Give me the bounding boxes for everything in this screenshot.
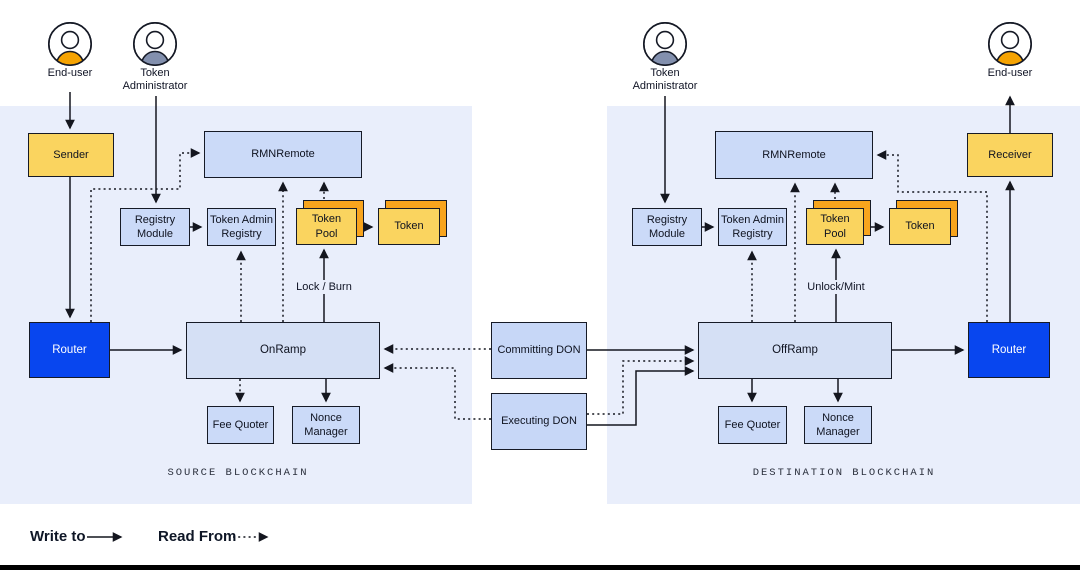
node-registry-module-source: Registry Module bbox=[120, 208, 190, 246]
node-token-source: Token bbox=[378, 208, 440, 245]
end-user-source-label: End-user bbox=[47, 67, 93, 79]
token-administrator-icon bbox=[132, 21, 178, 67]
end-user-icon bbox=[987, 21, 1033, 67]
bottom-divider bbox=[0, 565, 1080, 570]
node-onramp: OnRamp bbox=[186, 322, 380, 379]
node-fee-quoter-source: Fee Quoter bbox=[207, 406, 274, 444]
node-token-pool-source: Token Pool bbox=[296, 208, 357, 245]
token-administrator-icon bbox=[642, 21, 688, 67]
node-token-pool-dest: Token Pool bbox=[806, 208, 864, 245]
end-user-dest-label: End-user bbox=[987, 67, 1033, 79]
node-offramp: OffRamp bbox=[698, 322, 892, 379]
node-router-source: Router bbox=[29, 322, 110, 378]
token-administrator-dest-label: Token Administrator bbox=[632, 67, 698, 92]
node-router-dest: Router bbox=[968, 322, 1050, 378]
node-rmnremote-dest: RMNRemote bbox=[715, 131, 873, 179]
node-nonce-manager-source: Nonce Manager bbox=[292, 406, 360, 444]
legend-write-to-label: Write to bbox=[30, 528, 86, 545]
legend-read-from-label: Read From bbox=[158, 528, 237, 545]
node-fee-quoter-dest: Fee Quoter bbox=[718, 406, 787, 444]
node-token-admin-registry-source: Token Admin Registry bbox=[207, 208, 276, 246]
node-executing-don: Executing DON bbox=[491, 393, 587, 450]
node-token-admin-registry-dest: Token Admin Registry bbox=[718, 208, 787, 246]
source-blockchain-caption: SOURCE BLOCKCHAIN bbox=[167, 467, 309, 479]
node-rmnremote-source: RMNRemote bbox=[204, 131, 362, 178]
node-committing-don: Committing DON bbox=[491, 322, 587, 379]
node-token-dest: Token bbox=[889, 208, 951, 245]
lock-burn-label: Lock / Burn bbox=[293, 280, 355, 294]
node-sender: Sender bbox=[28, 133, 114, 177]
token-administrator-source-label: Token Administrator bbox=[122, 67, 188, 92]
node-registry-module-dest: Registry Module bbox=[632, 208, 702, 246]
node-receiver: Receiver bbox=[967, 133, 1053, 177]
unlock-mint-label: Unlock/Mint bbox=[804, 280, 868, 294]
end-user-icon bbox=[47, 21, 93, 67]
destination-blockchain-caption: DESTINATION BLOCKCHAIN bbox=[752, 467, 936, 479]
node-nonce-manager-dest: Nonce Manager bbox=[804, 406, 872, 444]
